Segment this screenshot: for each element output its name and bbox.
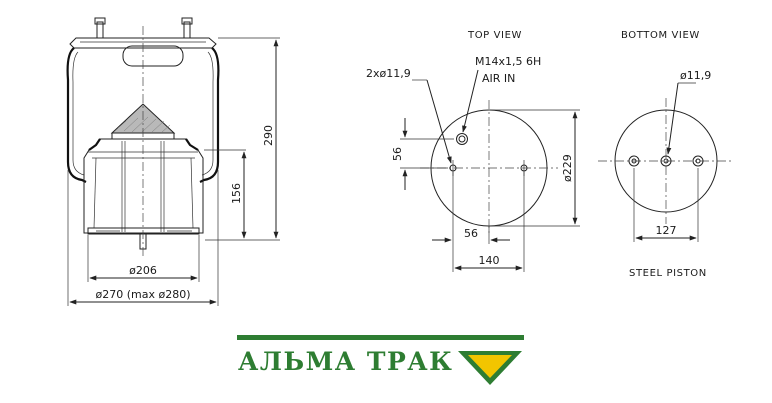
piston-diameter-dimension: ø206 bbox=[129, 264, 157, 277]
steel-piston-caption: STEEL PISTON bbox=[629, 268, 707, 279]
air-inlet-slot bbox=[122, 45, 184, 67]
bolt-span-dimension: 140 bbox=[479, 254, 500, 267]
bottom-span-dimension: 127 bbox=[656, 224, 677, 237]
bottom-hole-left bbox=[628, 155, 640, 167]
company-logo-text: АЛЬМА ТРАК bbox=[238, 347, 454, 376]
vertical-spacing-dimension: 56 bbox=[391, 147, 404, 161]
piston-height-dimension: 156 bbox=[230, 183, 243, 204]
top-view-title: TOP VIEW bbox=[467, 30, 522, 41]
height-dimension: 290 bbox=[262, 125, 275, 146]
bottom-hole-callout: ø11,9 bbox=[680, 69, 711, 82]
bottom-view-title: BOTTOM VIEW bbox=[621, 30, 700, 41]
checkmark-logo-icon bbox=[458, 351, 522, 385]
bottom-view: BOTTOM VIEW ø11,9 127 STEEL PISTON bbox=[598, 30, 734, 279]
bottom-hole-right bbox=[692, 155, 704, 167]
logo-band bbox=[237, 335, 524, 340]
technical-drawing: 290 156 ø206 ø270 (max ø280) TOP VIEW 2x… bbox=[66, 17, 734, 306]
bottom-hole-center bbox=[660, 155, 672, 167]
air-inlet-hole bbox=[456, 133, 468, 145]
top-view: TOP VIEW 2xø11,9 M14x1,5 6H AIR IN 56 56 bbox=[366, 30, 580, 272]
horizontal-spacing-dimension: 56 bbox=[464, 227, 478, 240]
bellow-outline bbox=[66, 47, 87, 183]
plate-diameter-dimension: ø229 bbox=[561, 154, 574, 182]
piston-body bbox=[83, 138, 204, 234]
thread-callout: M14x1,5 6H bbox=[475, 55, 541, 68]
bellow-diameter-dimension: ø270 (max ø280) bbox=[96, 288, 191, 301]
side-view: 290 156 ø206 ø270 (max ø280) bbox=[66, 17, 280, 306]
holes-callout: 2xø11,9 bbox=[366, 67, 411, 80]
air-in-callout: AIR IN bbox=[482, 72, 515, 85]
top-studs bbox=[94, 17, 193, 39]
